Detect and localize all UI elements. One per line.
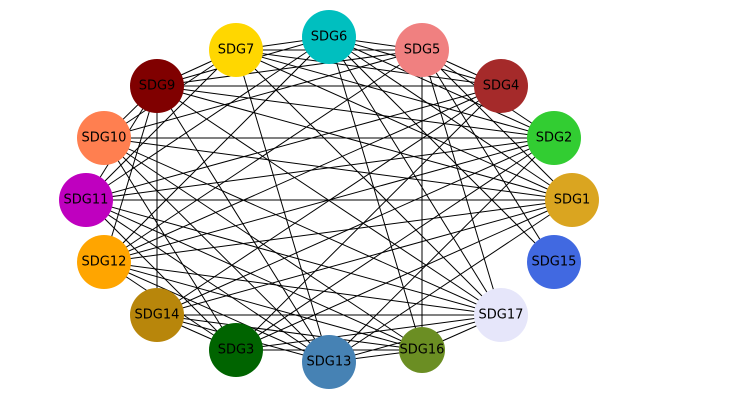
edge-sdg2-sdg7 [235,49,555,139]
edge-sdg14-sdg16 [156,314,423,351]
edge-sdg4-sdg11 [85,85,502,201]
node-label: SDG4 [483,79,520,94]
edge-sdg2-sdg11 [85,137,555,201]
node-sdg15: SDG15 [527,235,581,289]
edge-sdg11-sdg17 [85,199,502,316]
node-label: SDG14 [135,308,180,323]
node-label: SDG6 [311,30,348,45]
edge-sdg5-sdg17 [421,49,502,316]
node-sdg4: SDG4 [474,59,528,113]
edge-sdg9-sdg17 [156,85,502,316]
node-label: SDG17 [479,308,524,323]
node-label: SDG10 [82,131,127,146]
edge-sdg6-sdg16 [328,36,423,351]
node-label: SDG9 [139,79,176,94]
node-circle [474,288,528,342]
edge-sdg1-sdg12 [103,199,573,263]
node-sdg14: SDG14 [130,288,184,342]
node-circle [77,111,131,165]
edge-sdg4-sdg7 [235,49,502,87]
node-sdg11: SDG11 [59,173,113,227]
edge-sdg2-sdg9 [156,85,555,139]
node-sdg17: SDG17 [474,288,528,342]
node-sdg7: SDG7 [209,23,263,77]
edge-sdg3-sdg17 [235,314,502,351]
node-sdg6: SDG6 [302,10,356,64]
node-label: SDG16 [400,343,445,358]
edge-sdg11-sdg13 [85,199,330,363]
edge-sdg6-sdg17 [328,36,502,316]
node-label: SDG7 [218,43,255,58]
node-circle [77,235,131,289]
node-label: SDG5 [404,43,441,58]
node-circle [527,111,581,165]
node-sdg1: SDG1 [545,173,599,227]
node-circle [474,59,528,113]
edge-sdg7-sdg17 [235,49,502,316]
node-sdg5: SDG5 [395,23,449,77]
edge-sdg1-sdg9 [156,85,573,201]
edge-sdg4-sdg3 [235,85,502,351]
node-label: SDG15 [532,255,577,270]
edge-sdg2-sdg14 [156,137,555,316]
node-circle [59,173,113,227]
node-label: SDG3 [218,343,255,358]
edge-sdg5-sdg9 [156,49,423,87]
node-sdg9: SDG9 [130,59,184,113]
node-circle [395,23,449,77]
node-label: SDG11 [64,193,109,208]
edge-sdg6-sdg11 [85,36,330,201]
edge-sdg9-sdg12 [103,85,158,263]
edge-sdg1-sdg5 [421,49,573,201]
node-circle [302,10,356,64]
node-label: SDG2 [536,131,573,146]
node-sdg2: SDG2 [527,111,581,165]
edge-sdg12-sdg13 [103,261,330,363]
edge-sdg11-sdg3 [85,199,237,351]
node-sdg12: SDG12 [77,235,131,289]
edge-sdg5-sdg15 [421,49,555,263]
node-circle [130,288,184,342]
edge-sdg2-sdg13 [328,137,555,363]
edge-sdg10-sdg13 [103,137,330,363]
node-sdg13: SDG13 [302,335,356,389]
edge-sdg4-sdg12 [103,85,502,263]
edge-sdg1-sdg10 [103,137,573,201]
node-label: SDG1 [554,193,591,208]
edge-sdg1-sdg7 [235,49,573,201]
node-circle [130,59,184,113]
edge-sdg2-sdg6 [328,36,555,139]
node-sdg16: SDG16 [399,327,445,373]
node-circle [527,235,581,289]
node-circle [545,173,599,227]
node-sdg10: SDG10 [77,111,131,165]
edge-sdg7-sdg11 [85,49,237,201]
edge-layer [85,36,573,363]
node-circle [209,323,263,377]
edge-sdg7-sdg13 [235,49,330,363]
edge-sdg6-sdg15 [328,36,555,263]
node-circle [209,23,263,77]
edge-sdg12-sdg17 [103,261,502,316]
edge-sdg12-sdg16 [103,261,423,351]
node-circle [399,327,445,373]
node-label: SDG13 [307,355,352,370]
edge-sdg11-sdg16 [85,199,423,351]
node-circle [302,335,356,389]
node-label: SDG12 [82,255,127,270]
edge-sdg10-sdg17 [103,137,502,316]
node-sdg3: SDG3 [209,323,263,377]
